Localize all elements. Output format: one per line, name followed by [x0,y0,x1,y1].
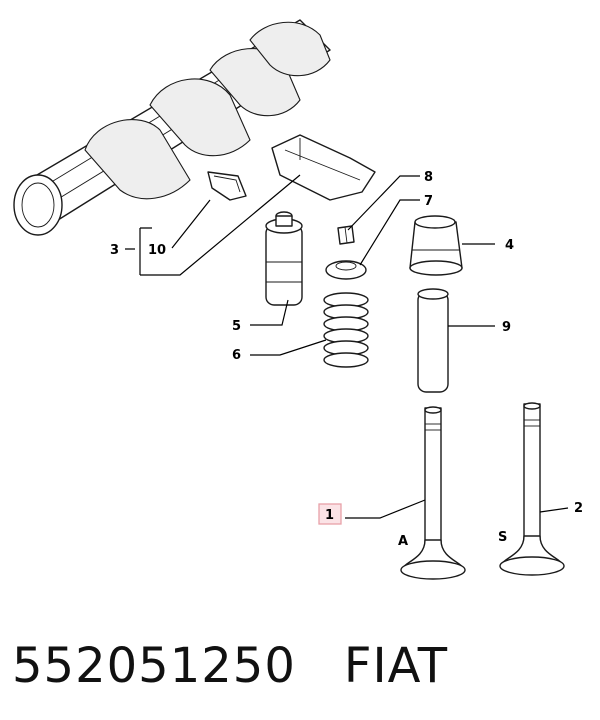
callout-2: 2 [574,501,583,516]
label-s-exhaust: S [498,530,507,545]
callout-7: 7 [424,194,433,209]
label-a-intake: A [398,534,408,549]
spring-retainer-part-7 [325,260,367,280]
leader-lines [125,174,569,519]
valve-collet-part-8 [337,225,355,245]
exhaust-valve-part-2 [499,402,565,576]
clip-part-10 [207,171,247,201]
part-number: 552051250 [12,638,296,694]
callout-8: 8 [424,170,433,185]
callout-9: 9 [502,320,511,335]
exploded-parts-diagram: 8 7 3 10 4 5 9 6 1 2 A S [13,19,583,580]
callout-3: 3 [110,243,119,258]
callout-1-highlight [318,503,342,525]
brand-name: FIAT [343,638,449,694]
callout-5: 5 [232,319,241,334]
callout-6: 6 [232,348,241,363]
caption: 552051250 FIAT [12,626,448,706]
callout-4: 4 [505,238,514,253]
valve-guide-part-9 [417,288,449,393]
valve-stem-seal-part-4 [409,215,463,276]
rocker-arm [271,134,376,201]
camshaft [13,19,331,236]
valve-spring-part-6 [323,292,369,368]
callout-10: 10 [148,243,166,258]
hydraulic-lifter-part-5 [265,211,303,306]
callout-1: 1 [325,508,334,523]
intake-valve-part-1 [400,406,466,580]
